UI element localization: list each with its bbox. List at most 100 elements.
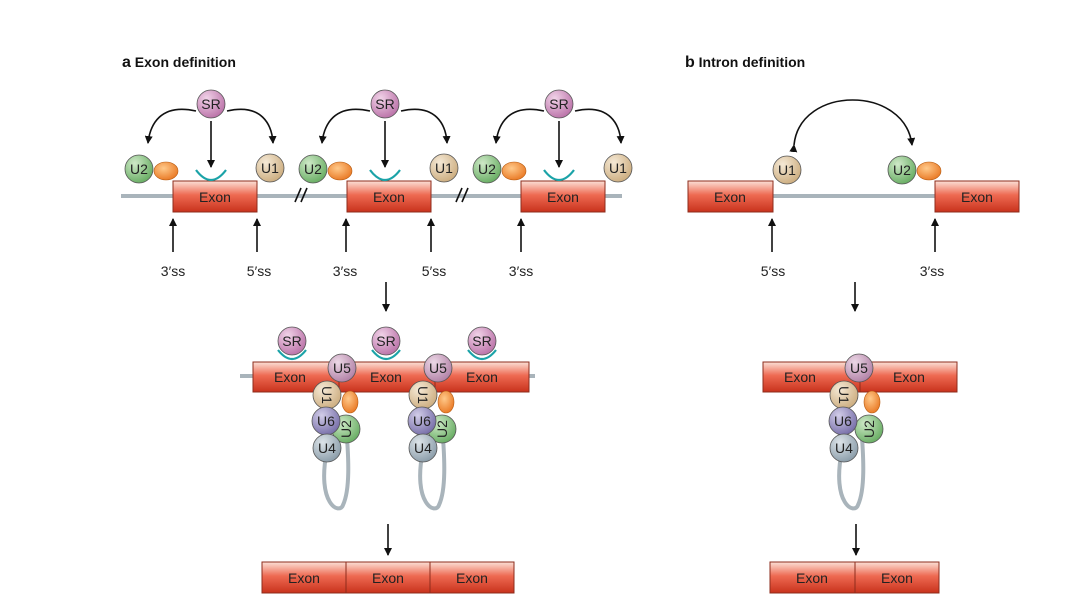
exon-label: Exon (370, 369, 402, 385)
exon-label: Exon (784, 369, 816, 385)
exon-label: Exon (456, 570, 488, 586)
exon-box (346, 180, 432, 213)
u1-label: U1 (415, 386, 431, 404)
exon-box (261, 561, 347, 594)
splice-site-markers: 3′ss 5′ss 3′ss 5′ss 3′ss (161, 218, 533, 279)
splice-site-label: 5′ss (247, 263, 271, 279)
exon-box (859, 361, 958, 393)
u2-snrnp (854, 414, 884, 444)
exon-label: Exon (288, 570, 320, 586)
u1-snrnp (603, 153, 633, 183)
panel-a-title: a Exon definition (122, 54, 236, 71)
snrnp-cluster: U5 U1 U2 U6 U4 (407, 353, 457, 463)
u2-label: U2 (130, 161, 148, 177)
arrow (144, 108, 197, 144)
u4-label: U4 (414, 440, 432, 456)
u6-label: U6 (317, 413, 335, 429)
u6-label: U6 (834, 413, 852, 429)
binding-site (369, 169, 401, 182)
u2af-protein (916, 161, 942, 181)
exon-definition-unit: Exon SR U2 U1 (298, 89, 459, 213)
u1-label: U1 (778, 162, 796, 178)
u1-snrnp (429, 153, 459, 183)
arrow (226, 108, 277, 144)
u1-snrnp (255, 153, 285, 183)
exon-label: Exon (796, 570, 828, 586)
sr-protein (370, 89, 400, 119)
u2af-protein (863, 390, 881, 414)
u1-snrnp (772, 155, 802, 185)
exon-label: Exon (893, 369, 925, 385)
sr-label: SR (201, 96, 220, 112)
exon-label: Exon (961, 189, 993, 205)
u2af-protein (501, 161, 527, 181)
splice-site-label: 3′ss (161, 263, 185, 279)
splice-site-label: 3′ss (920, 263, 944, 279)
snrnp-cluster: U5 U1 U2 U6 U4 (311, 353, 361, 463)
u2af-protein (153, 161, 179, 181)
break-mark (294, 187, 308, 203)
exon-label: Exon (881, 570, 913, 586)
exon-label: Exon (372, 570, 404, 586)
u2-label: U2 (434, 420, 450, 438)
u4-label: U4 (835, 440, 853, 456)
exon-definition-unit: Exon SR U2 U1 (124, 89, 285, 213)
intron-lariat (418, 424, 447, 511)
spliced-mrna: Exon Exon (769, 561, 940, 594)
u5-snrnp (423, 353, 453, 383)
exon-box (172, 180, 258, 213)
binding-site (467, 349, 497, 361)
sr-label: SR (376, 333, 395, 349)
arrow (492, 108, 545, 144)
sr-protein (196, 89, 226, 119)
exon-box (520, 180, 606, 213)
sr-label: SR (549, 96, 568, 112)
spliceosome-complex: Exon Exon Exon SR SR SR U5 U1 U2 (240, 326, 535, 511)
spliceosome-complex: Exon Exon U5 U1 U2 U6 U4 (762, 353, 958, 511)
sr-protein (371, 326, 401, 356)
splice-site-label: 5′ss (422, 263, 446, 279)
u1-label: U1 (435, 160, 453, 176)
u2af-protein (327, 161, 353, 181)
arrow (400, 108, 451, 144)
u2-snrnp (298, 154, 328, 184)
u1-label: U1 (836, 386, 852, 404)
u2-label: U2 (338, 420, 354, 438)
exon-label: Exon (547, 189, 579, 205)
snrnp-cluster: U5 U1 U2 U6 U4 (828, 353, 884, 463)
splice-site-label: 3′ss (509, 263, 533, 279)
panel-a: a Exon definition Exon SR U2 U1 (121, 54, 633, 594)
u2-snrnp (472, 154, 502, 184)
u4-snrnp (408, 433, 438, 463)
exon-box (429, 561, 515, 594)
exon-definition-unit: Exon SR U2 U1 (472, 89, 633, 213)
arrow (318, 108, 371, 144)
u5-label: U5 (333, 360, 351, 376)
u1-label: U1 (319, 386, 335, 404)
u2-snrnp (887, 155, 917, 185)
exon-box (769, 561, 856, 594)
panel-b: b Intron definition Exon Exon U1 U2 5′ss… (685, 54, 1020, 594)
u2-snrnp (124, 154, 154, 184)
binding-site (195, 169, 227, 182)
u2af-protein (437, 390, 455, 414)
interaction-arrow (789, 99, 916, 153)
exon-label: Exon (714, 189, 746, 205)
binding-site (371, 349, 401, 361)
binding-site (277, 349, 307, 361)
u2af-protein (341, 390, 359, 414)
binding-site (543, 169, 575, 182)
exon-box (854, 561, 940, 594)
sr-protein (277, 326, 307, 356)
exon-label: Exon (373, 189, 405, 205)
exon-label: Exon (199, 189, 231, 205)
sr-label: SR (282, 333, 301, 349)
u1-label: U1 (261, 160, 279, 176)
u2-label: U2 (861, 420, 877, 438)
u5-label: U5 (429, 360, 447, 376)
sr-label: SR (472, 333, 491, 349)
splice-site-label: 3′ss (333, 263, 357, 279)
arrow (574, 108, 625, 144)
sr-label: SR (375, 96, 394, 112)
